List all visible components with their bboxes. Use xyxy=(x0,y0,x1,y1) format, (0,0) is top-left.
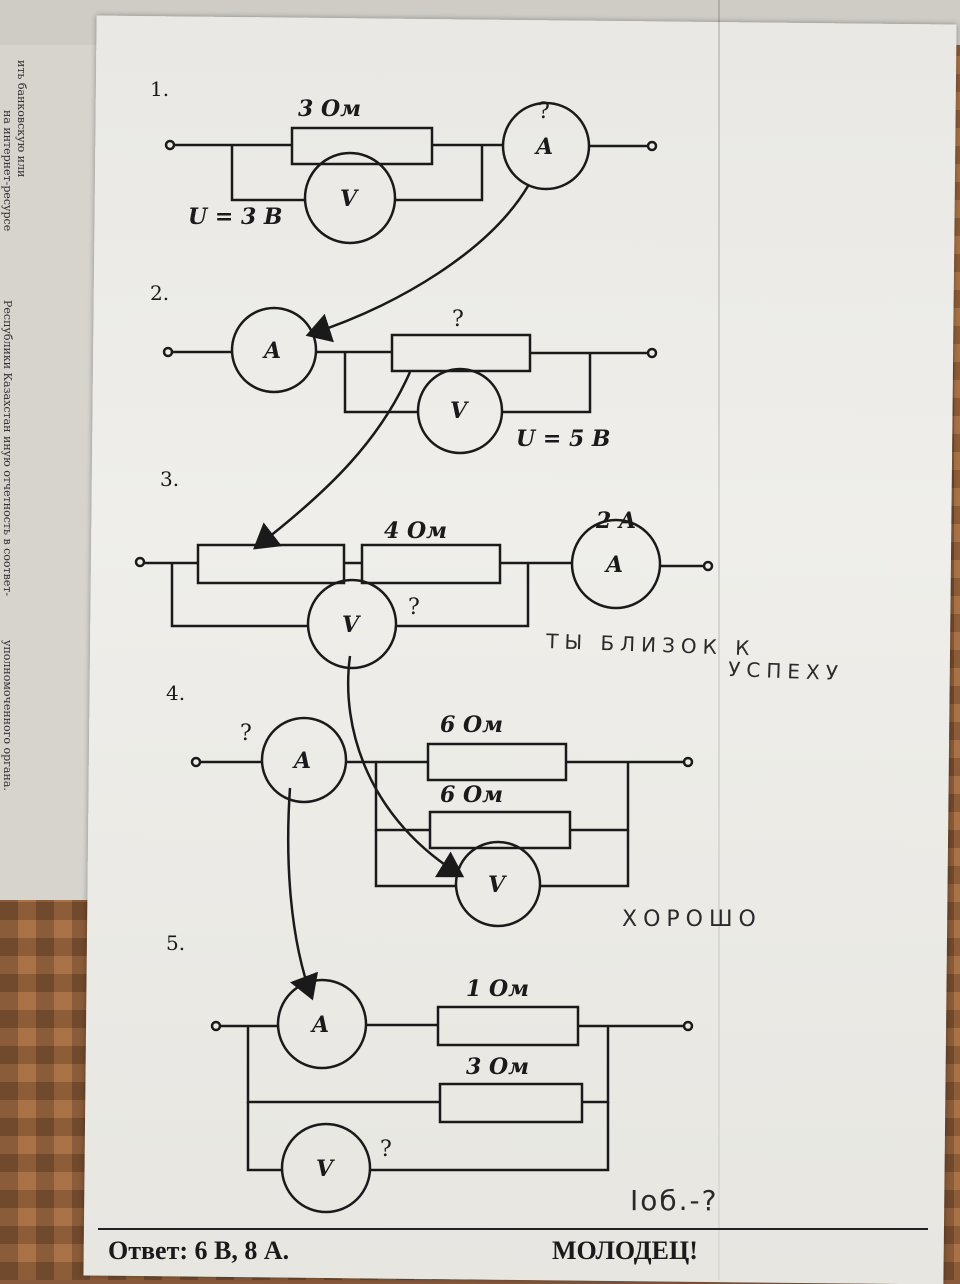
handwritten-note-close-line1: ТЫ БЛИЗОК К xyxy=(545,629,756,660)
resistor-2 xyxy=(390,333,532,373)
ammeter-1-letter: A xyxy=(534,134,553,160)
arrow-3-to-4 xyxy=(346,655,465,878)
ammeter-2 xyxy=(230,306,318,394)
ammeter-2-letter: A xyxy=(262,338,281,364)
ammeter-5-letter: A xyxy=(310,1012,329,1038)
resistor-4a xyxy=(426,742,568,782)
arrow-4-to-5 xyxy=(287,787,319,1001)
handwritten-total-current-question: Iоб.-? xyxy=(630,1184,719,1217)
circuit-4 xyxy=(190,716,694,928)
voltage-1-label: U = 3 B xyxy=(188,204,283,230)
resistor-1-label: 3 Ом xyxy=(298,96,361,122)
paper-fold-line xyxy=(718,0,720,1280)
voltmeter-3 xyxy=(306,578,398,670)
question-4: ? xyxy=(240,721,252,746)
ammeter-4-letter: A xyxy=(292,748,311,774)
voltmeter-5-letter: V xyxy=(316,1156,335,1182)
question-2: ? xyxy=(452,307,464,332)
circuit-1 xyxy=(164,101,658,245)
answer-text: Ответ: 6 В, 8 А. xyxy=(108,1236,290,1265)
problem-number-4: 4. xyxy=(166,681,185,705)
circuit-2 xyxy=(162,306,658,455)
resistor-5a xyxy=(436,1005,580,1047)
current-3-label: 2 A xyxy=(595,508,636,534)
handwritten-note-close-line2: УСПЕХУ xyxy=(728,657,844,685)
resistor-5b xyxy=(438,1082,584,1124)
question-1: ? xyxy=(538,99,550,124)
footer-divider xyxy=(98,1228,928,1230)
terminal-left xyxy=(164,139,176,151)
resistor-5a-label: 1 Ом xyxy=(466,976,529,1002)
resistor-5b-label: 3 Ом xyxy=(466,1054,529,1080)
resistor-4a-label: 6 Ом xyxy=(440,712,503,738)
question-5: ? xyxy=(380,1137,392,1162)
arrow-1-to-2 xyxy=(305,185,530,343)
ammeter-4 xyxy=(260,716,348,804)
resistor-4b-label: 6 Ом xyxy=(440,782,503,808)
problem-number-1: 1. xyxy=(150,77,169,101)
voltmeter-4 xyxy=(454,840,542,928)
problem-number-2: 2. xyxy=(150,281,169,305)
terminal-right xyxy=(646,140,658,152)
resistor-3-label: 4 Ом xyxy=(384,518,447,544)
question-3: ? xyxy=(408,595,420,620)
ammeter-3-letter: A xyxy=(604,552,623,578)
voltmeter-3-letter: V xyxy=(342,612,361,638)
arrow-2-to-3 xyxy=(253,371,412,550)
resistor-1 xyxy=(290,126,434,166)
praise-text: МОЛОДЕЦ! xyxy=(552,1236,698,1265)
voltmeter-2-letter: V xyxy=(450,398,469,424)
ammeter-3 xyxy=(570,518,662,610)
problem-number-5: 5. xyxy=(166,931,185,955)
voltmeter-5 xyxy=(280,1122,372,1214)
circuit-5 xyxy=(210,978,694,1214)
handwritten-note-good: ХОРОШО xyxy=(622,907,762,932)
voltage-2-label: U = 5 B xyxy=(516,426,611,452)
voltmeter-4-letter: V xyxy=(488,872,507,898)
voltmeter-1-letter: V xyxy=(340,186,359,212)
resistor-3b xyxy=(360,543,502,585)
voltmeter-1 xyxy=(303,151,397,245)
problem-number-3: 3. xyxy=(160,467,179,491)
resistor-3a xyxy=(196,543,346,585)
